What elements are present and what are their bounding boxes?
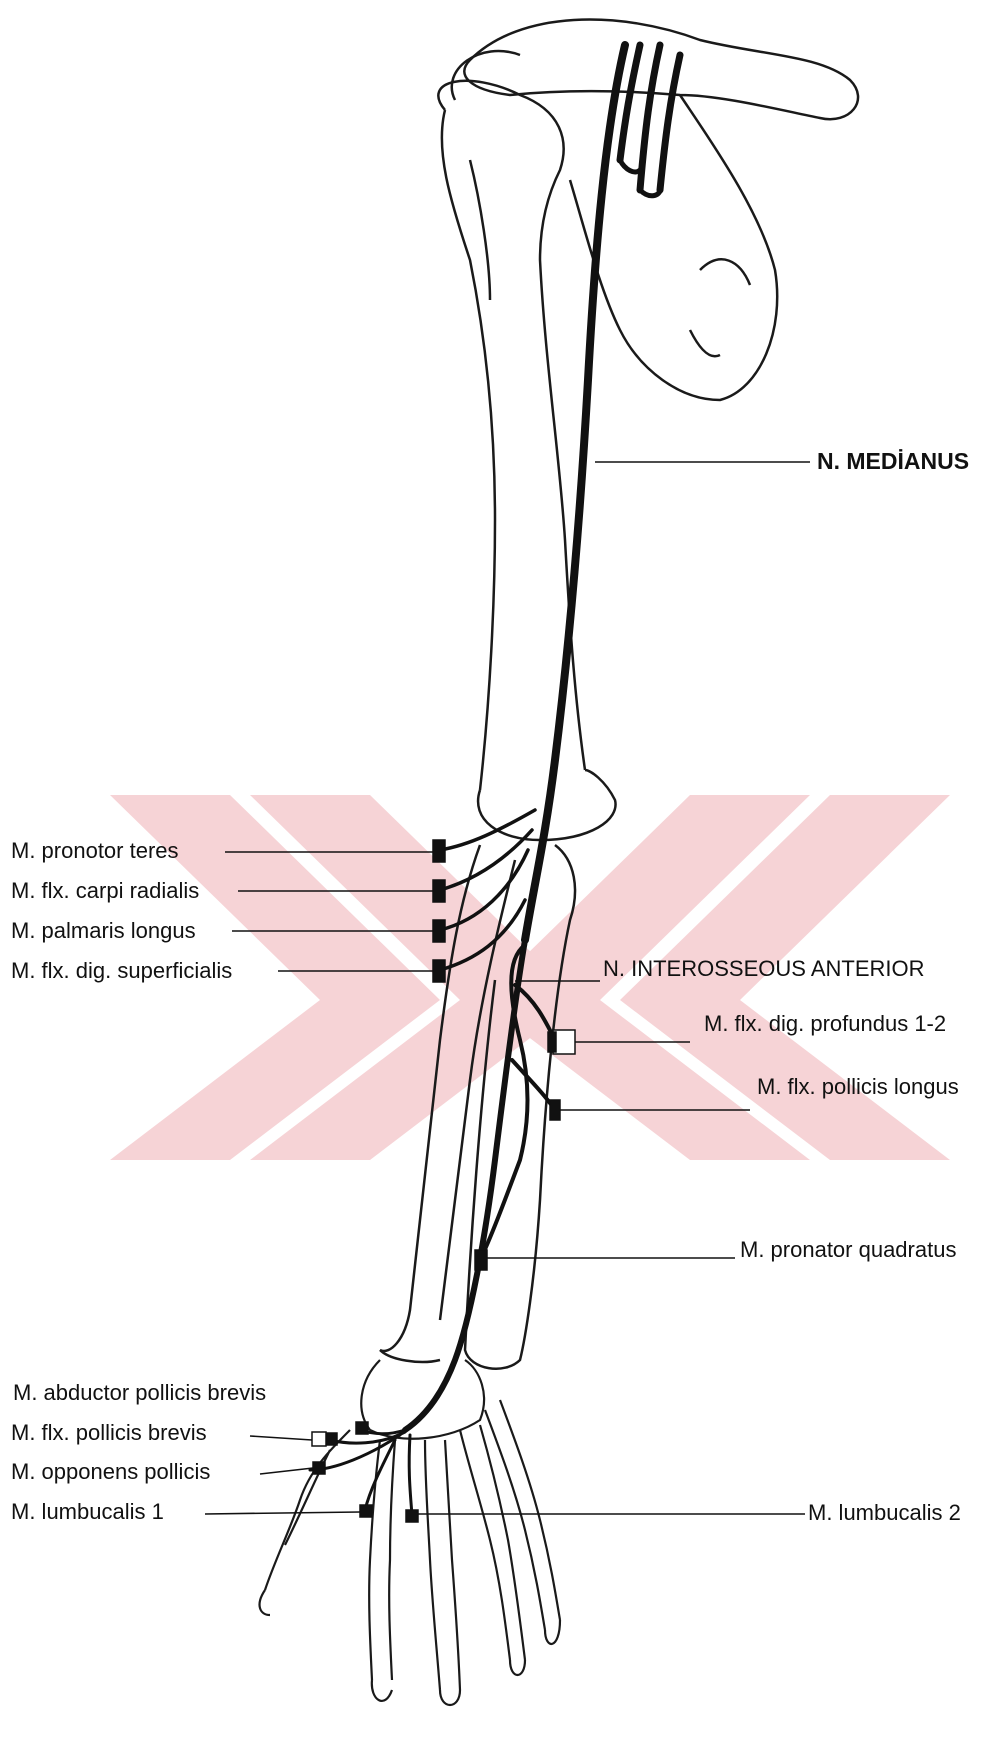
label-flx-pollicis-longus: M. flx. pollicis longus [757, 1076, 959, 1098]
label-flx-dig-profundus: M. flx. dig. profundus 1-2 [704, 1013, 946, 1035]
label-n-medianus: N. MEDİANUS [817, 450, 969, 473]
label-opponens-pollicis: M. opponens pollicis [11, 1461, 210, 1483]
hand-bones [260, 1360, 560, 1705]
label-flx-carpi-radialis: M. flx. carpi radialis [11, 880, 199, 902]
label-flx-pollicis-brevis: M. flx. pollicis brevis [11, 1422, 207, 1444]
label-pronator-quadratus: M. pronator quadratus [740, 1239, 956, 1261]
label-abductor-pollicis-brevis: M. abductor pollicis brevis [13, 1382, 266, 1404]
label-lumbucalis-1: M. lumbucalis 1 [11, 1501, 164, 1523]
label-n-interosseous-anterior: N. INTEROSSEOUS ANTERIOR [603, 958, 925, 980]
label-lumbucalis-2: M. lumbucalis 2 [808, 1502, 961, 1524]
label-palmaris-longus: M. palmaris longus [11, 920, 196, 942]
label-pronator-teres: M. pronotor teres [11, 840, 179, 862]
humerus [438, 81, 615, 840]
median-nerve [405, 45, 680, 1430]
label-flx-dig-superficialis: M. flx. dig. superficialis [11, 960, 232, 982]
